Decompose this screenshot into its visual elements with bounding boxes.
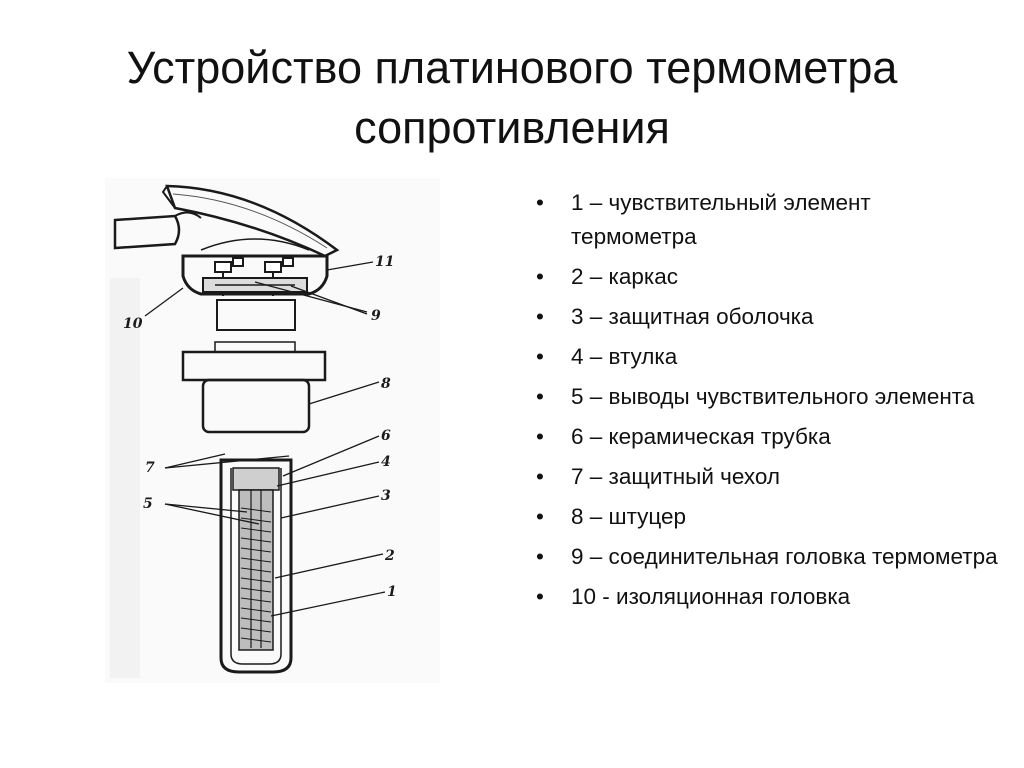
sensing-coil bbox=[240, 507, 272, 643]
legend-item-4: 4 – втулка bbox=[530, 340, 1000, 374]
protective-sheath bbox=[219, 458, 293, 674]
cable bbox=[113, 214, 181, 250]
fitting-body bbox=[201, 378, 311, 434]
legend-item-5: 5 – выводы чувствительного элемента bbox=[530, 380, 1000, 414]
thermometer-drawing: 1 2 3 4 5 6 7 8 9 10 11 bbox=[105, 178, 440, 683]
legend-item-1: 1 – чувствительный элемент термометра bbox=[530, 186, 1000, 254]
callout-4: 4 bbox=[381, 454, 391, 470]
callout-6: 6 bbox=[381, 428, 391, 444]
connection-head bbox=[181, 254, 329, 296]
component-legend: 1 – чувствительный элемент термометра 2 … bbox=[530, 186, 1000, 620]
legend-item-2: 2 – каркас bbox=[530, 260, 1000, 294]
slide-title-line-2: сопротивления bbox=[354, 102, 670, 153]
callout-2: 2 bbox=[384, 548, 395, 564]
legend-item-6: 6 – керамическая трубка bbox=[530, 420, 1000, 454]
callout-8: 8 bbox=[381, 376, 391, 392]
callout-10: 10 bbox=[123, 316, 143, 332]
callout-5: 5 bbox=[143, 496, 153, 512]
legend-item-7: 7 – защитный чехол bbox=[530, 460, 1000, 494]
legend-item-8: 8 – штуцер bbox=[530, 500, 1000, 534]
thermometer-drawing-svg: 1 2 3 4 5 6 7 8 9 10 11 bbox=[105, 178, 440, 683]
callout-9: 9 bbox=[371, 308, 381, 324]
legend-item-3: 3 – защитная оболочка bbox=[530, 300, 1000, 334]
legend-item-10: 10 - изоляционная головка bbox=[530, 580, 1000, 614]
callout-1: 1 bbox=[387, 584, 397, 600]
callout-7: 7 bbox=[145, 460, 155, 476]
callout-11: 11 bbox=[375, 254, 394, 270]
bushing bbox=[232, 467, 280, 491]
legend-item-9: 9 – соединительная головка термометра bbox=[530, 540, 1000, 574]
head-lid bbox=[165, 184, 340, 258]
callout-3: 3 bbox=[381, 488, 391, 504]
slide-title-line-1: Устройство платинового термометра bbox=[126, 42, 898, 93]
slide-title: Устройство платинового термометра сопрот… bbox=[40, 38, 984, 158]
